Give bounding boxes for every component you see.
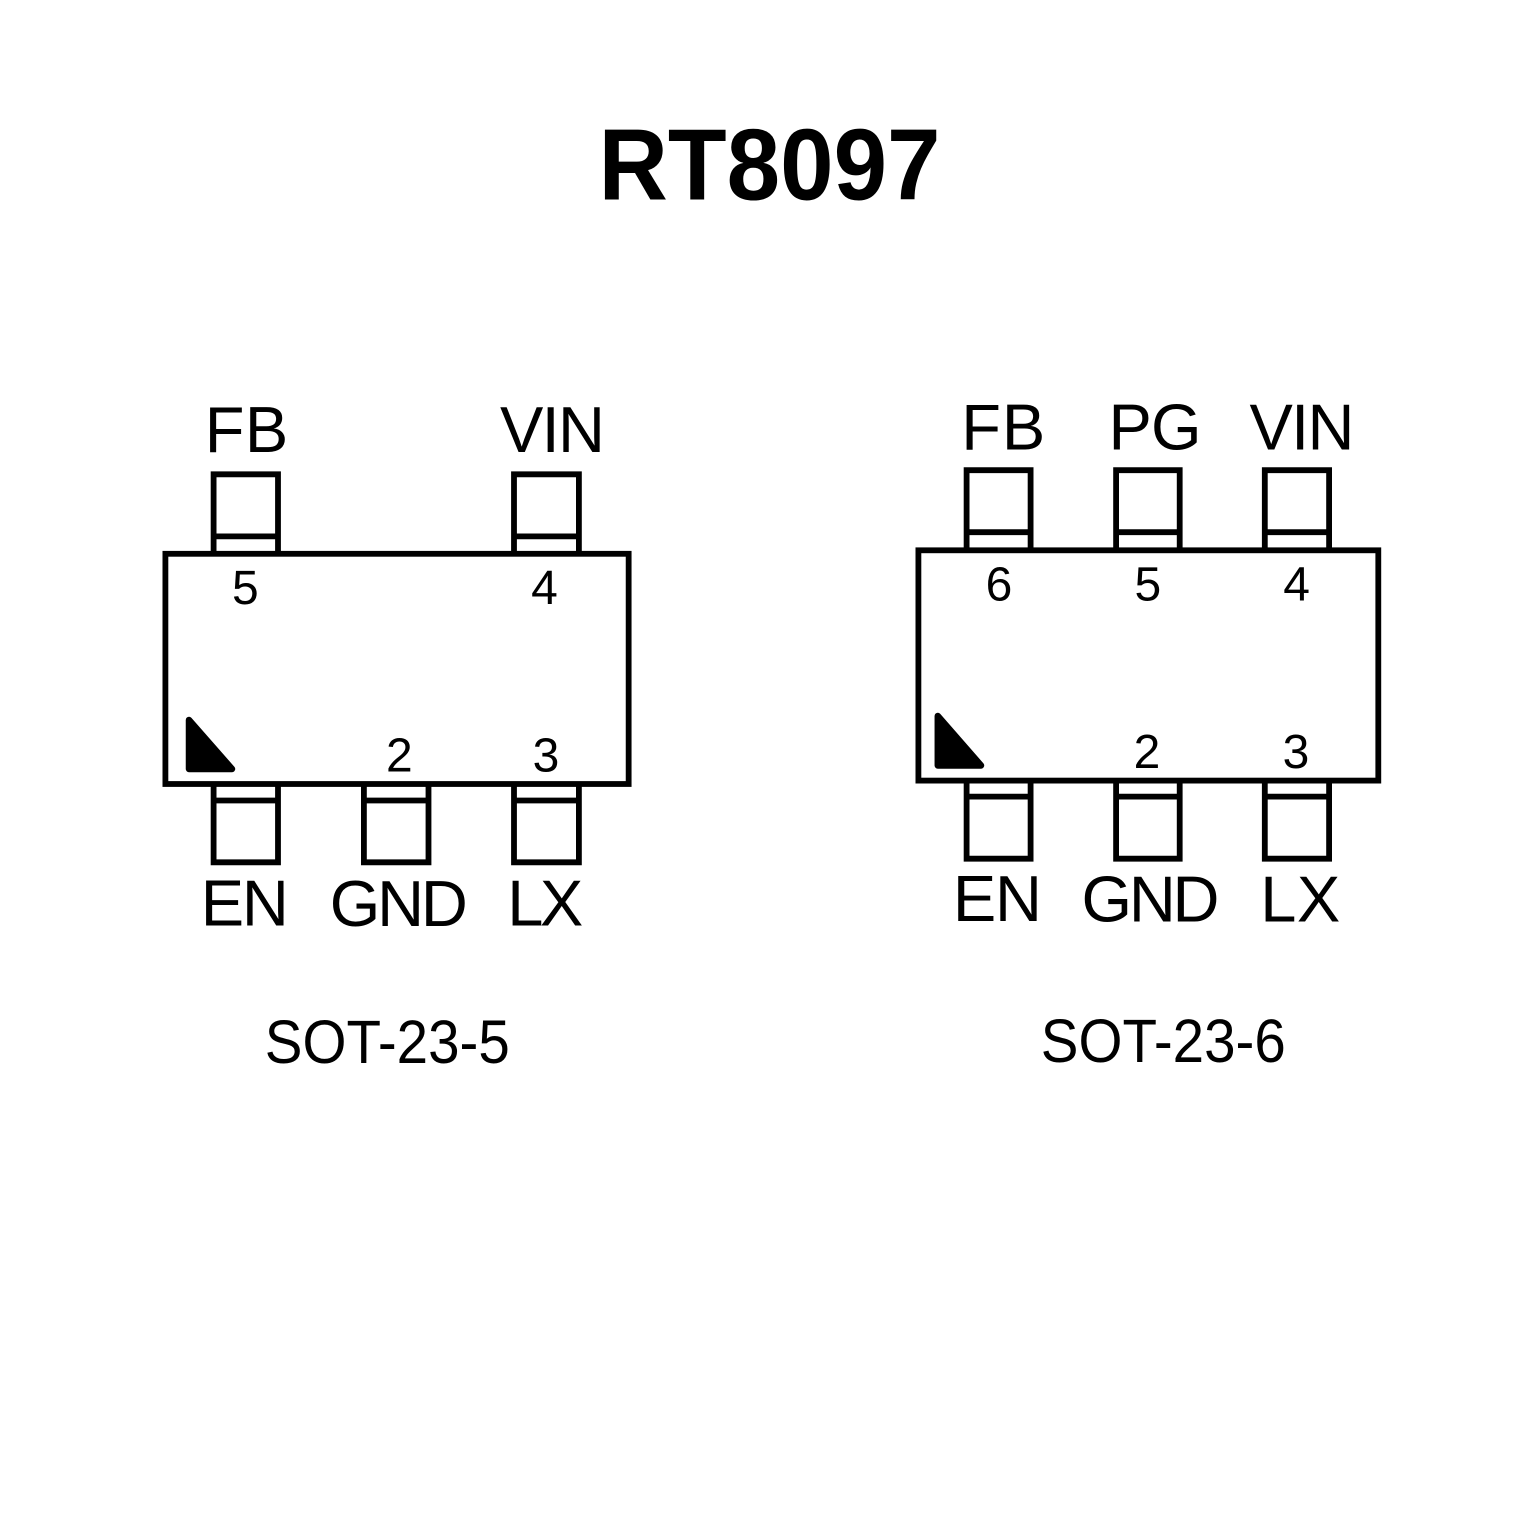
svg-text:3: 3 xyxy=(1283,726,1310,779)
svg-text:2: 2 xyxy=(1134,726,1161,779)
svg-text:PG: PG xyxy=(1109,390,1202,463)
svg-text:VIN: VIN xyxy=(1250,390,1355,463)
svg-text:FB: FB xyxy=(961,390,1045,463)
svg-text:6: 6 xyxy=(986,559,1013,612)
svg-text:GND: GND xyxy=(330,867,468,940)
svg-text:EN: EN xyxy=(953,862,1042,935)
svg-text:4: 4 xyxy=(531,562,558,615)
svg-text:5: 5 xyxy=(1135,559,1162,612)
svg-text:EN: EN xyxy=(201,867,289,940)
svg-text:2: 2 xyxy=(386,730,413,783)
svg-text:3: 3 xyxy=(533,730,560,783)
svg-text:5: 5 xyxy=(232,562,259,615)
svg-text:4: 4 xyxy=(1283,559,1310,612)
svg-text:FB: FB xyxy=(205,393,289,466)
svg-text:RT8097: RT8097 xyxy=(599,110,941,222)
svg-text:SOT-23-6: SOT-23-6 xyxy=(1041,1007,1286,1075)
svg-text:VIN: VIN xyxy=(500,393,605,466)
svg-text:LX: LX xyxy=(507,867,583,940)
svg-text:GND: GND xyxy=(1082,863,1220,936)
svg-text:LX: LX xyxy=(1260,862,1340,935)
svg-text:SOT-23-5: SOT-23-5 xyxy=(265,1008,510,1076)
